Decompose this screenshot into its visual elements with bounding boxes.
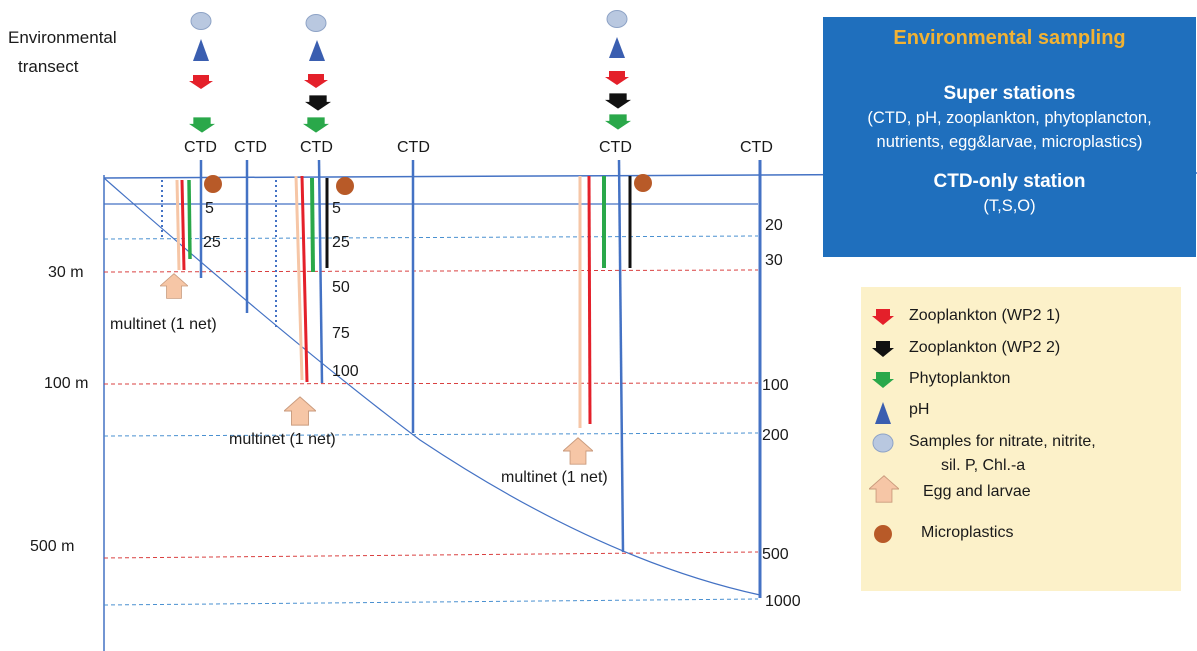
legend-label: Samples for nitrate, nitrite, bbox=[909, 433, 1096, 450]
red-arrow-icon bbox=[872, 309, 894, 325]
egg-larvae-arrow-icon bbox=[563, 437, 593, 465]
depth-line-1000 bbox=[103, 598, 759, 606]
multinet-label: multinet (1 net) bbox=[501, 469, 608, 486]
multinet-label: multinet (1 net) bbox=[110, 316, 217, 333]
ctd-only-desc: (T,S,O) bbox=[983, 197, 1036, 215]
egg-larvae-arrow-icon bbox=[160, 273, 188, 299]
green-arrow-icon bbox=[872, 372, 894, 388]
ctd-label: CTD bbox=[184, 139, 217, 156]
egg-larvae-arrow-icon bbox=[284, 396, 316, 426]
microplastics-dot-icon bbox=[874, 525, 892, 543]
depth-label-30m: 30 m bbox=[48, 264, 84, 281]
station2-depth-100: 100 bbox=[332, 363, 359, 380]
phytoplankton-haul bbox=[187, 179, 192, 260]
red-arrow-icon bbox=[304, 74, 328, 88]
transect-label-1: Environmental bbox=[8, 28, 117, 47]
green-arrow-icon bbox=[189, 117, 215, 133]
zooplankton-1-haul bbox=[300, 175, 309, 383]
station2-depth-5: 5 bbox=[332, 200, 341, 217]
info-box-title: Environmental sampling bbox=[893, 27, 1126, 49]
multinet-label: multinet (1 net) bbox=[229, 431, 336, 448]
ctd-only-title: CTD-only station bbox=[933, 171, 1086, 192]
green-arrow-icon bbox=[605, 114, 631, 130]
depth-label-20: 20 bbox=[765, 217, 783, 234]
black-arrow-icon bbox=[305, 95, 331, 111]
microplastics-dot-icon bbox=[204, 175, 222, 193]
phytoplankton-haul bbox=[310, 177, 315, 273]
depth-label-100m: 100 m bbox=[44, 375, 88, 392]
depth-label-500: 500 bbox=[762, 546, 789, 563]
nutrient-circle-icon bbox=[606, 10, 628, 28]
depth-line-200 bbox=[103, 432, 759, 437]
transect-label-2: transect bbox=[18, 57, 79, 76]
bottom-profile bbox=[103, 177, 761, 596]
red-arrow-icon bbox=[605, 71, 629, 85]
station1-depth-25: 25 bbox=[203, 234, 221, 251]
environmental-sampling-box: Environmental sampling Super stations (C… bbox=[823, 17, 1196, 257]
zooplankton-1-haul bbox=[180, 179, 186, 271]
ctd-label: CTD bbox=[234, 139, 267, 156]
legend-label: Zooplankton (WP2 2) bbox=[909, 339, 1061, 356]
ph-triangle-icon bbox=[875, 402, 891, 424]
depth-label-500m: 500 m bbox=[30, 538, 74, 555]
super-stations-desc-2: nutrients, egg&larvae, microplastics) bbox=[876, 133, 1143, 151]
depth-label-1000: 1000 bbox=[765, 593, 801, 610]
nutrient-circle-icon bbox=[190, 12, 212, 30]
ctd-label: CTD bbox=[740, 139, 773, 156]
ph-triangle-icon bbox=[309, 40, 325, 61]
zooplankton-1-haul bbox=[587, 175, 592, 425]
super-stations-desc-1: (CTD, pH, zooplankton, phytoplancton, bbox=[867, 109, 1152, 127]
ctd-label: CTD bbox=[599, 139, 632, 156]
egg-larvae-haul bbox=[294, 175, 304, 381]
black-arrow-icon bbox=[605, 93, 631, 109]
legend-label: Microplastics bbox=[921, 524, 1014, 541]
depth-line-100 bbox=[103, 382, 759, 385]
egg-larvae-arrow-icon bbox=[869, 475, 899, 503]
legend-label: Phytoplankton bbox=[909, 370, 1011, 387]
depth-label-100: 100 bbox=[762, 377, 789, 394]
legend-label: sil. P, Chl.-a bbox=[941, 457, 1026, 474]
green-arrow-icon bbox=[303, 117, 329, 133]
depth-label-30: 30 bbox=[765, 252, 783, 269]
legend: Zooplankton (WP2 1) Zooplankton (WP2 2) … bbox=[861, 287, 1181, 591]
ph-triangle-icon bbox=[609, 37, 625, 58]
legend-label: pH bbox=[909, 401, 930, 418]
station2-depth-50: 50 bbox=[332, 279, 350, 296]
nutrient-circle-icon bbox=[305, 14, 327, 32]
nutrient-circle-icon bbox=[872, 433, 894, 453]
legend-label: Zooplankton (WP2 1) bbox=[909, 307, 1061, 324]
ctd-label: CTD bbox=[397, 139, 430, 156]
station2-depth-75: 75 bbox=[332, 325, 350, 342]
depth-label-200: 200 bbox=[762, 427, 789, 444]
egg-larvae-haul bbox=[175, 179, 181, 271]
ph-triangle-icon bbox=[193, 39, 209, 61]
station2-depth-25: 25 bbox=[332, 234, 350, 251]
ctd-cast-line bbox=[317, 159, 324, 384]
super-stations-title: Super stations bbox=[943, 83, 1076, 104]
legend-label: Egg and larvae bbox=[923, 483, 1031, 500]
ctd-label: CTD bbox=[300, 139, 333, 156]
station1-depth-5: 5 bbox=[205, 200, 214, 217]
black-arrow-icon bbox=[872, 341, 894, 357]
depth-line-500 bbox=[103, 551, 759, 559]
microplastics-dot-icon bbox=[634, 174, 652, 192]
ctd-cast-line bbox=[617, 159, 625, 553]
microplastics-dot-icon bbox=[336, 177, 354, 195]
red-arrow-icon bbox=[189, 75, 213, 89]
